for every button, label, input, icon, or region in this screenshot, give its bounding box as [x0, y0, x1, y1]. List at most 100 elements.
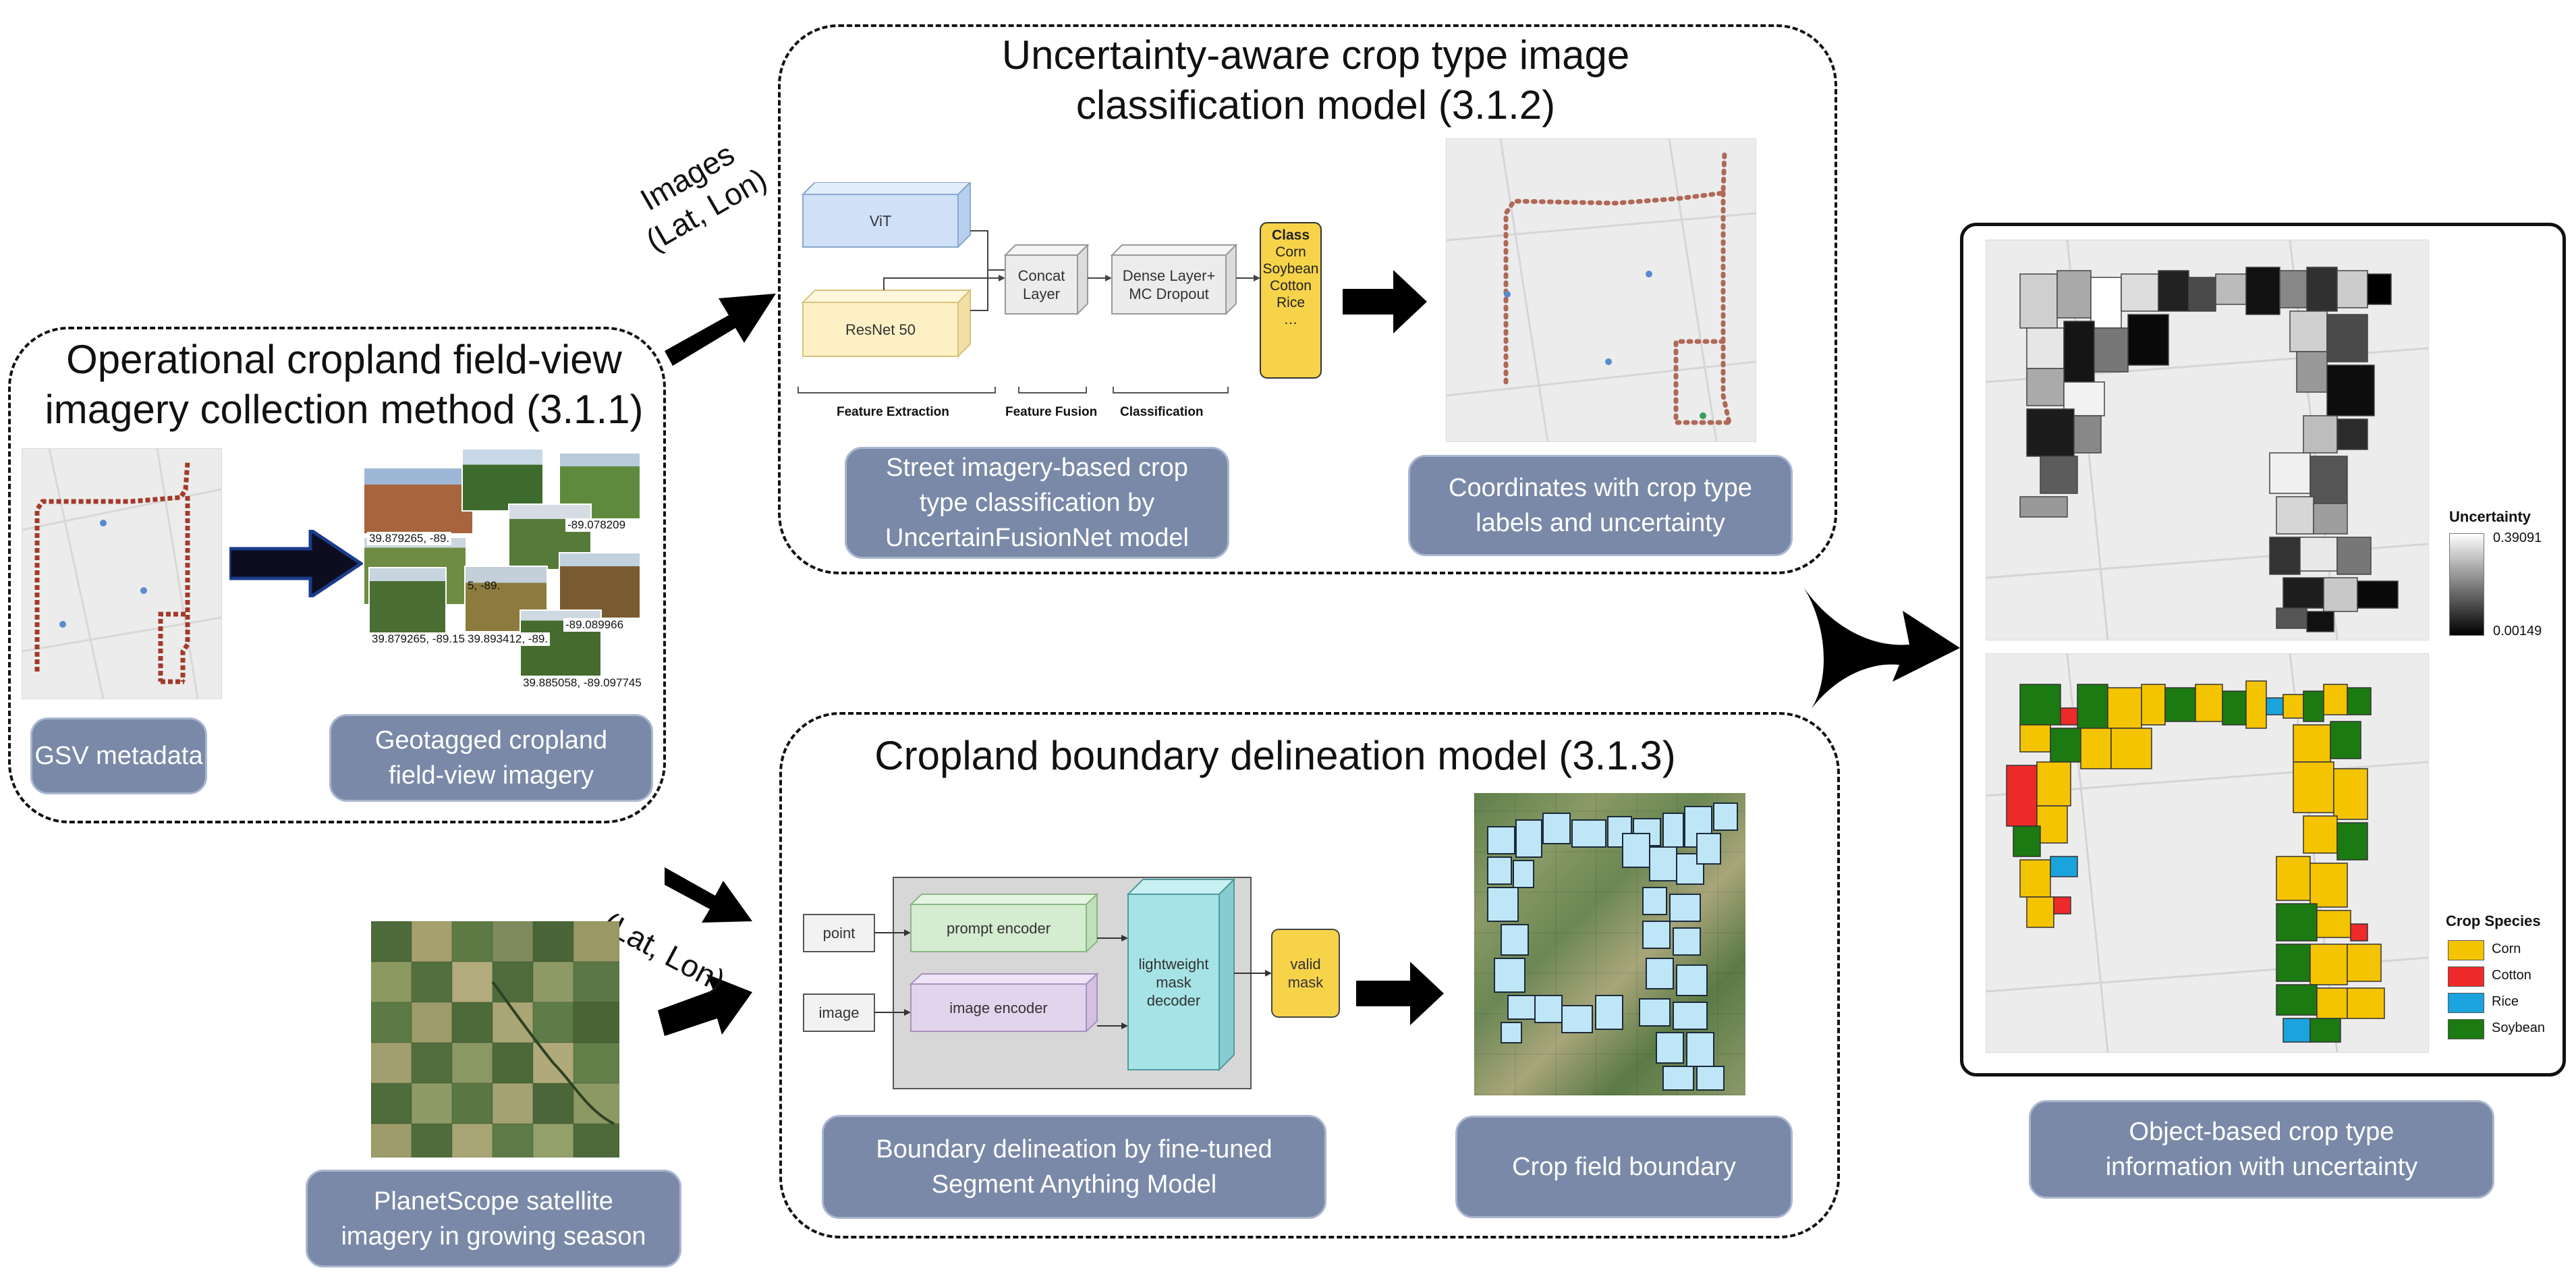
- crop-boundary-caption: Crop field boundary: [1455, 1116, 1793, 1218]
- collection-title-line2: imagery collection method (3.1.1): [45, 387, 644, 432]
- valid-mask: valid mask: [1272, 929, 1339, 1017]
- classification-network-svg: [797, 182, 1322, 393]
- sam-caption: Boundary delineation by fine-tuned Segme…: [822, 1115, 1326, 1219]
- boundary-title: Cropland boundary delineation model (3.1…: [874, 733, 1676, 778]
- collection-panel: [8, 327, 666, 823]
- class-corn: Corn: [1275, 244, 1306, 260]
- photo-coord-5: -89.089966: [563, 618, 626, 632]
- legend-swatch-rice: [2448, 993, 2484, 1013]
- legend-swatch-soybean: [2448, 1019, 2484, 1039]
- coordinates-caption: Coordinates with crop type labels and un…: [1408, 455, 1793, 556]
- coordinates-map: [1446, 138, 1756, 442]
- concat-label-2: Layer: [1022, 285, 1061, 302]
- resnet-label: ResNet 50: [845, 321, 916, 338]
- concat-label-1: Concat: [1017, 267, 1065, 284]
- class-rice: Rice: [1276, 295, 1305, 310]
- output-caption-line2: information with uncertainty: [2105, 1153, 2418, 1181]
- planetscope-image: [371, 921, 619, 1157]
- planetscope-caption-line1: PlanetScope satellite: [374, 1187, 613, 1216]
- dense-label-1: Dense Layer+: [1122, 267, 1216, 284]
- output-caption: Object-based crop type information with …: [2029, 1100, 2494, 1199]
- prompt-encoder: prompt encoder: [946, 919, 1051, 937]
- decoder-line1: lightweight: [1138, 955, 1209, 973]
- photo-coord-4: 39.893412, -89.: [466, 632, 551, 646]
- valid-mask-line1: valid: [1290, 956, 1321, 973]
- legend-label-rice: Rice: [2492, 994, 2519, 1009]
- crop-species-map: [1986, 653, 2429, 1053]
- point-input: point: [822, 925, 856, 942]
- uncertainty-legend-title: Uncertainty: [2449, 508, 2531, 525]
- geotagged-caption-line2: field-view imagery: [388, 761, 594, 790]
- uncertainty-min-label: 0.00149: [2493, 624, 2542, 638]
- dense-layer-block: Dense Layer+ MC Dropout: [1112, 255, 1226, 314]
- image-encoder: image encoder: [949, 999, 1048, 1016]
- sam-diagram-svg: [803, 877, 1340, 1089]
- image-input: image: [818, 1004, 860, 1021]
- photo-coord-6: 39.885058, -89.097745: [521, 676, 644, 690]
- merge-arrow: [1803, 587, 1960, 709]
- images-arrow-label: Images (Lat, Lon): [611, 121, 783, 265]
- uncertainty-colorbar: [2449, 533, 2484, 636]
- planetscope-fields-svg: [371, 921, 619, 1157]
- legend-label-corn: Corn: [2492, 942, 2521, 956]
- class-soybean: Soybean: [1262, 261, 1319, 277]
- boundary-polygons-svg: [1487, 802, 1738, 1091]
- collection-arrow: [229, 530, 364, 597]
- classification-caption-line2: type classification by: [919, 489, 1155, 517]
- sam-caption-line2: Segment Anything Model: [931, 1170, 1217, 1199]
- class-cotton: Cotton: [1270, 278, 1312, 294]
- boundary-panel: [779, 712, 1840, 1238]
- gsv-caption: GSV metadata: [30, 717, 207, 794]
- class-more: …: [1283, 312, 1298, 327]
- legend-label-soybean: Soybean: [2492, 1020, 2545, 1035]
- coordinates-caption-line1: Coordinates with crop type: [1449, 474, 1752, 502]
- output-panel: [1960, 223, 2566, 1076]
- legend-swatch-cotton: [2448, 966, 2484, 987]
- classification-panel: [778, 24, 1837, 574]
- gsv-metadata-map: [22, 448, 222, 699]
- vit-label: ViT: [869, 212, 892, 229]
- class-output-box: Class Corn Soybean Cotton Rice …: [1260, 227, 1321, 328]
- species-fields-svg: [1986, 654, 2428, 1052]
- legend-label-cotton: Cotton: [2492, 968, 2531, 983]
- uncertainty-map: [1986, 240, 2429, 640]
- classification-title-line2: classification model (3.1.2): [1075, 82, 1556, 128]
- photo-coord-1: 39.879265, -89.: [367, 532, 452, 545]
- species-legend-title: Crop Species: [2446, 912, 2541, 929]
- dense-label-2: MC Dropout: [1129, 285, 1209, 302]
- legend-swatch-corn: [2448, 940, 2484, 960]
- planet-arrow-lower: [658, 974, 752, 1036]
- photo-6: [370, 568, 445, 632]
- classification-title-line1: Uncertainty-aware crop type image: [1001, 32, 1630, 78]
- decoder-line2: mask: [1156, 973, 1192, 991]
- collection-title-line1: Operational cropland field-view: [66, 337, 622, 382]
- resnet-block: ResNet 50: [803, 302, 958, 356]
- boundary-arrow: [1356, 962, 1444, 1025]
- images-arrow: [665, 294, 776, 366]
- planetscope-caption-line2: imagery in growing season: [341, 1222, 646, 1251]
- class-header: Class: [1271, 227, 1310, 243]
- stage-feature-fusion: Feature Fusion: [1005, 405, 1098, 419]
- vit-block: ViT: [803, 194, 958, 247]
- stage-classification: Classification: [1120, 405, 1204, 419]
- stage-feature-extraction: Feature Extraction: [837, 405, 949, 419]
- classification-caption-line1: Street imagery-based crop: [886, 454, 1188, 482]
- photo-8: [560, 553, 640, 618]
- photo-coord-3: 39.879265, -89.153721: [370, 632, 493, 646]
- decoder-line3: decoder: [1146, 991, 1201, 1009]
- collection-title: Operational cropland field-view imagery …: [40, 335, 648, 435]
- sam-caption-line1: Boundary delineation by fine-tuned: [876, 1135, 1272, 1164]
- crop-boundary-caption-text: Crop field boundary: [1512, 1153, 1736, 1181]
- uncertainty-max-label: 0.39091: [2493, 530, 2542, 545]
- output-caption-line1: Object-based crop type: [2129, 1118, 2395, 1146]
- photo-coord-2: -89.078209: [565, 518, 628, 532]
- valid-mask-line2: mask: [1287, 974, 1324, 991]
- mask-decoder: lightweight mask decoder: [1128, 894, 1219, 1070]
- coordinates-caption-line2: labels and uncertainty: [1476, 509, 1725, 537]
- planet-arrow-upper: [665, 867, 752, 923]
- classification-caption: Street imagery-based crop type classific…: [845, 447, 1229, 559]
- gsv-caption-text: GSV metadata: [34, 742, 203, 770]
- geotagged-caption: Geotagged cropland field-view imagery: [329, 714, 653, 802]
- gsv-route-svg: [22, 449, 221, 699]
- photo-coord-7: 5, -89.: [468, 579, 501, 592]
